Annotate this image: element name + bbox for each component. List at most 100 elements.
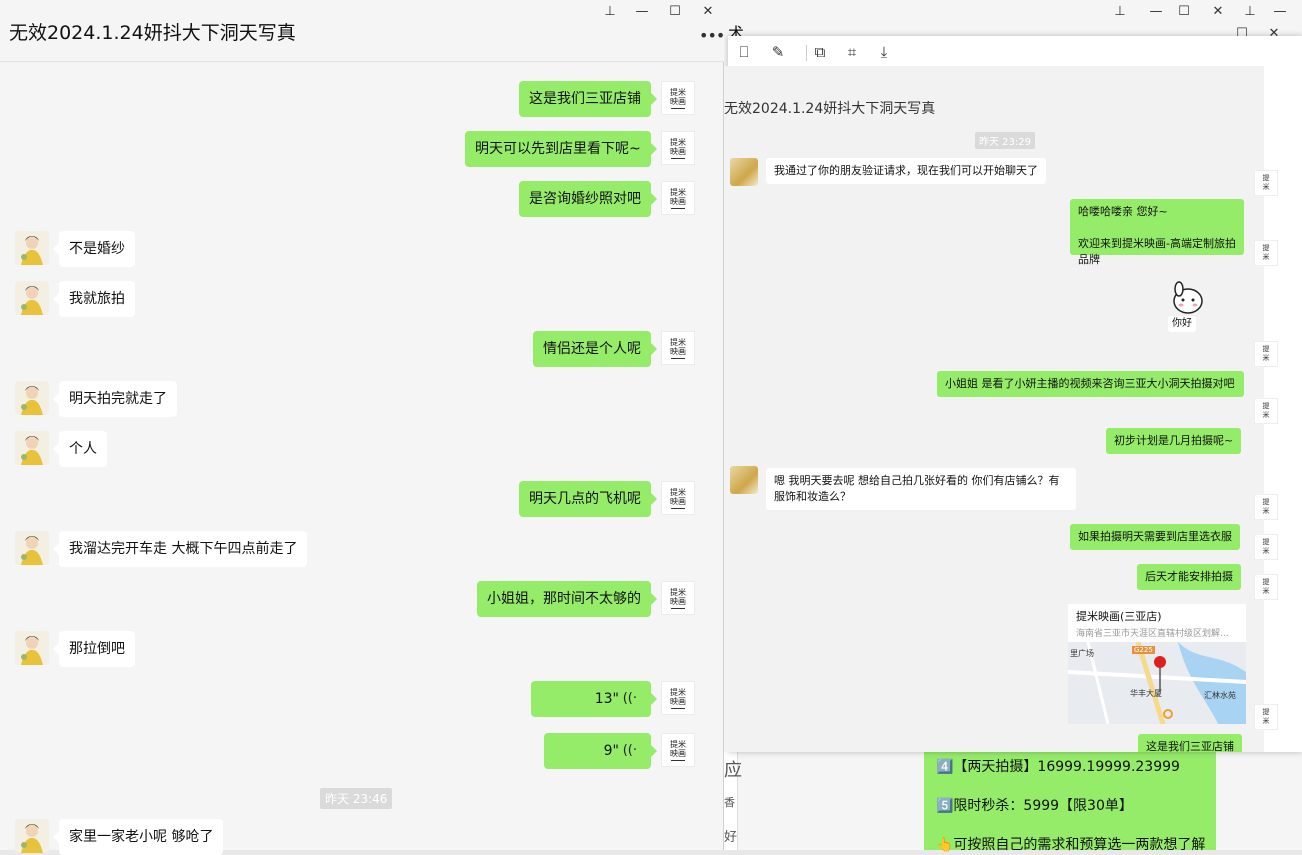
voice-wave-icon: ((· xyxy=(622,691,637,706)
message-bubble-in[interactable]: 那拉倒吧 xyxy=(53,631,135,667)
shot-self-avatar: 提米 xyxy=(1254,534,1278,560)
peek-line-1: 4️⃣【两天拍摄】16999.19999.23999 xyxy=(936,759,1180,775)
shot-timestamp: 昨天 23:29 xyxy=(975,132,1035,149)
shot-message-10: 这是我们三亚店铺 xyxy=(1138,734,1242,752)
edit-icon[interactable]: ✎ xyxy=(771,43,785,61)
chat-timestamp: 昨天 23:46 xyxy=(320,788,393,809)
shot-self-avatar: 提米 xyxy=(1254,494,1278,520)
translate-icon[interactable]: ⌗ xyxy=(847,43,857,61)
shot-message-6: 嗯 我明天要去呢 想给自己拍几张好看的 你们有店铺么？有服饰和妆造么？ xyxy=(766,468,1076,510)
map-label-3: 华丰大厦 xyxy=(1130,689,1162,698)
self-avatar[interactable]: 提米映画 xyxy=(661,733,695,767)
shot-self-avatar: 提米 xyxy=(1254,398,1278,424)
toolbar-divider xyxy=(806,45,807,61)
map-label-1: 里广场 xyxy=(1070,649,1094,658)
peek-char-3: 好 xyxy=(724,830,738,845)
close-icon[interactable]: ✕ xyxy=(1212,4,1224,19)
sticker-icon xyxy=(1173,281,1203,314)
maximize-icon[interactable]: ☐ xyxy=(669,4,681,19)
close-icon-2[interactable]: ✕ xyxy=(1268,26,1280,41)
contact-avatar[interactable] xyxy=(15,431,49,465)
shot-avatar-contact xyxy=(730,158,758,186)
self-avatar[interactable]: 提米映画 xyxy=(661,581,695,615)
shot-message-7: 如果拍摄明天需要到店里选衣服 xyxy=(1070,524,1240,550)
voice-message[interactable]: 13"((· xyxy=(531,681,657,717)
shot-message-5: 初步计划是几月拍摄呢~ xyxy=(1106,428,1242,454)
peek-char-2: 香 xyxy=(724,796,735,809)
location-address: 海南省三亚市天涯区直辖村级区划解... xyxy=(1076,629,1229,639)
minimize-icon-2[interactable]: — xyxy=(1273,4,1287,19)
location-title: 提米映画(三亚店) xyxy=(1076,610,1162,623)
background-title-bar: ⊥ — ☐ ✕ ⊥ — xyxy=(724,0,1302,26)
viewer-toolbar: ⎕ ✎ ⧉ ⌗ ⤓ xyxy=(728,36,1302,70)
more-dots-icon[interactable]: ••• xyxy=(699,26,725,45)
message-bubble-out[interactable]: 是咨询婚纱照对吧 xyxy=(519,181,657,217)
message-bubble-in[interactable]: 个人 xyxy=(53,431,107,467)
peek-char-1: 应 xyxy=(724,760,742,781)
close-icon[interactable]: ✕ xyxy=(702,4,714,19)
contact-avatar[interactable] xyxy=(15,281,49,315)
minimize-icon[interactable]: — xyxy=(635,4,649,19)
self-avatar[interactable]: 提米映画 xyxy=(661,131,695,165)
chat-header: 无效2024.1.24妍抖大下洞天写真 ⊥ — ☐ ✕ ••• xyxy=(0,0,725,62)
contact-avatar[interactable] xyxy=(15,231,49,265)
message-text: 情侣还是个人呢 xyxy=(543,341,641,357)
rotate-icon[interactable]: ⎕ xyxy=(739,43,749,61)
message-bubble-out[interactable]: 明天几点的飞机呢 xyxy=(519,481,657,517)
pin-icon[interactable]: ⊥ xyxy=(604,4,616,19)
self-avatar[interactable]: 提米映画 xyxy=(661,331,695,365)
peek-line-2: 5️⃣限时秒杀：5999【限30单】 xyxy=(936,798,1133,814)
shot-avatar-contact-2 xyxy=(730,466,758,494)
shot-message-1: 我通过了你的朋友验证请求，现在我们可以开始聊天了 xyxy=(766,158,1046,184)
contact-avatar[interactable] xyxy=(15,531,49,565)
shot-self-avatar: 提米 xyxy=(1254,704,1278,730)
message-bubble-in[interactable]: 不是婚纱 xyxy=(53,231,135,267)
map-label-4: G225 xyxy=(1132,646,1155,654)
pin-icon-2[interactable]: ⊥ xyxy=(1244,4,1256,19)
message-bubble-out[interactable]: 情侣还是个人呢 xyxy=(533,331,657,367)
self-avatar[interactable]: 提米映画 xyxy=(661,681,695,715)
maximize-icon[interactable]: ☐ xyxy=(1178,4,1190,19)
map-label-2: 汇林水苑 xyxy=(1204,691,1236,700)
self-avatar[interactable]: 提米映画 xyxy=(661,81,695,115)
message-bubble-out[interactable]: 小姐姐，那时间不太够的 xyxy=(477,581,657,617)
shot-title: 无效2024.1.24妍抖大下洞天写真 xyxy=(724,101,936,114)
message-text: 是咨询婚纱照对吧 xyxy=(529,191,641,207)
download-icon[interactable]: ⤓ xyxy=(880,43,888,61)
maximize-icon-2[interactable]: ☐ xyxy=(1236,26,1248,41)
pin-icon[interactable]: ⊥ xyxy=(1114,4,1126,19)
message-bubble-in[interactable]: 明天拍完就走了 xyxy=(53,381,177,417)
shot-message-2: 哈喽哈喽亲 您好~ 欢迎来到提米映画-高端定制旅拍品牌 xyxy=(1070,199,1244,266)
voice-message[interactable]: 9"((· xyxy=(544,733,657,769)
shot-self-avatar: 提米 xyxy=(1254,170,1278,196)
message-bubble-out[interactable]: 这是我们三亚店铺 xyxy=(519,81,657,117)
message-text: 这是我们三亚店铺 xyxy=(529,91,641,107)
minimize-icon[interactable]: — xyxy=(1149,4,1163,19)
self-avatar[interactable]: 提米映画 xyxy=(661,181,695,215)
screenshot-image: 无效2024.1.24妍抖大下洞天写真 昨天 23:29 我通过了你的朋友验证请… xyxy=(724,66,1264,752)
message-bubble-out[interactable]: 明天可以先到店里看下呢~ xyxy=(465,131,657,167)
message-text: 明天可以先到店里看下呢~ xyxy=(475,141,641,157)
self-avatar[interactable]: 提米映画 xyxy=(661,481,695,515)
copy-icon[interactable]: ⧉ xyxy=(814,43,826,61)
contact-avatar[interactable] xyxy=(15,631,49,665)
shot-self-avatar: 提米 xyxy=(1254,574,1278,600)
shot-message-4: 小姐姐 是看了小妍主播的视频来咨询三亚大小洞天拍摄对吧 xyxy=(937,371,1244,397)
message-text: 小姐姐，那时间不太够的 xyxy=(487,591,641,607)
voice-wave-icon: ((· xyxy=(622,743,637,758)
main-chat-window: 无效2024.1.24妍抖大下洞天写真 ⊥ — ☐ ✕ ••• 提米映画 这是我们… xyxy=(0,0,725,855)
message-text: 明天几点的飞机呢 xyxy=(529,491,641,507)
contact-avatar[interactable] xyxy=(15,381,49,415)
shot-message-8: 后天才能安排拍摄 xyxy=(1137,564,1241,590)
message-text: 13" xyxy=(594,691,619,707)
image-viewer-window: ⎕ ✎ ⧉ ⌗ ⤓ 无效2024.1.24妍抖大下洞天写真 昨天 23:29 我… xyxy=(724,36,1302,752)
contact-avatar[interactable] xyxy=(15,819,49,853)
location-card[interactable]: 提米映画(三亚店) 海南省三亚市天涯区直辖村级区划解... 里广场 汇林水苑 华… xyxy=(1068,604,1246,724)
shot-self-avatar: 提米 xyxy=(1254,341,1278,367)
location-map: 里广场 汇林水苑 华丰大厦 G225 xyxy=(1068,642,1246,724)
shot-self-avatar: 提米 xyxy=(1254,240,1278,266)
background-message-bubble xyxy=(924,748,1216,850)
message-bubble-in[interactable]: 我就旅拍 xyxy=(53,281,135,317)
message-bubble-in[interactable]: 家里一家老小呢 够呛了 xyxy=(52,819,224,855)
message-bubble-in[interactable]: 我溜达完开车走 大概下午四点前走了 xyxy=(52,531,308,567)
